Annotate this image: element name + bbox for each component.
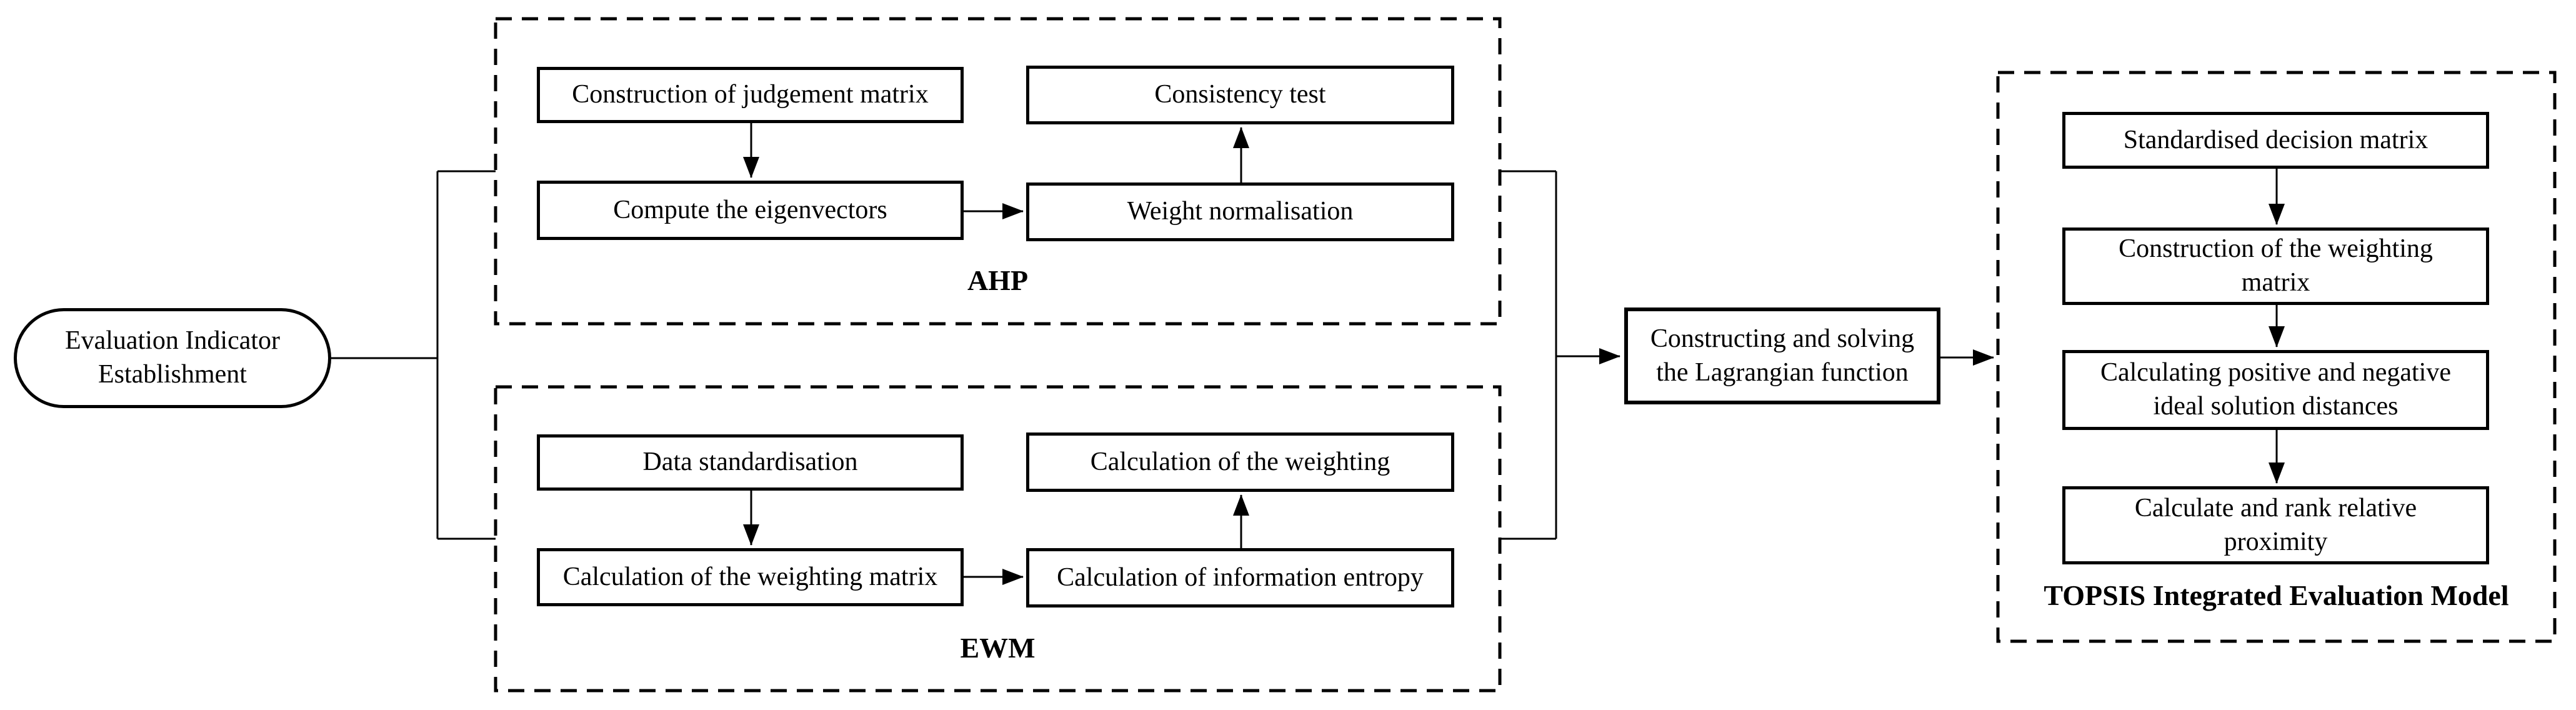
node-standardised-decision-matrix: Standardised decision matrix	[2062, 112, 2489, 169]
proximity-line2: proximity	[2224, 527, 2328, 556]
node-weight-normalisation: Weight normalisation	[1026, 182, 1454, 241]
standardisation-label: Data standardisation	[642, 448, 858, 477]
start-label-line2: Establishment	[98, 360, 247, 389]
node-rank-relative-proximity: Calculate and rank relative proximity	[2062, 486, 2489, 564]
normalisation-label: Weight normalisation	[1127, 197, 1354, 226]
topsis-group-frame	[1996, 71, 2557, 643]
node-calculation-weighting-matrix: Calculation of the weighting matrix	[537, 548, 964, 606]
node-lagrangian-function: Constructing and solving the Lagrangian …	[1624, 308, 1940, 404]
node-construction-judgement-matrix: Construction of judgement matrix	[537, 67, 964, 123]
ideal-distances-line1: Calculating positive and negative	[2100, 358, 2451, 388]
lagrangian-label-line2: the Lagrangian function	[1656, 358, 1909, 387]
node-data-standardisation: Data standardisation	[537, 434, 964, 491]
ideal-distances-line2: ideal solution distances	[2153, 392, 2399, 421]
start-label-line1: Evaluation Indicator	[64, 326, 281, 356]
topsis-weighting-matrix-line1: Construction of the weighting	[2119, 234, 2433, 264]
node-ideal-solution-distances: Calculating positive and negative ideal …	[2062, 350, 2489, 430]
node-calculation-of-weighting: Calculation of the weighting	[1026, 432, 1454, 492]
weighting-matrix-label: Calculation of the weighting matrix	[562, 562, 938, 591]
node-consistency-test: Consistency test	[1026, 66, 1454, 124]
lagrangian-label-line1: Constructing and solving	[1650, 324, 1915, 353]
ahp-group-title: AHP	[967, 264, 1029, 296]
judgement-label: Construction of judgement matrix	[572, 80, 929, 109]
eigenvectors-label: Compute the eigenvectors	[613, 195, 887, 224]
node-construction-weighting-matrix: Construction of the weighting matrix	[2062, 228, 2489, 305]
topsis-weighting-matrix-line2: matrix	[2241, 268, 2310, 297]
topsis-group-title: TOPSIS Integrated Evaluation Model	[2044, 579, 2509, 611]
decision-matrix-label: Standardised decision matrix	[2123, 125, 2429, 154]
node-compute-eigenvectors: Compute the eigenvectors	[537, 181, 964, 240]
entropy-label: Calculation of information entropy	[1057, 562, 1424, 592]
consistency-label: Consistency test	[1154, 80, 1326, 109]
node-calculation-information-entropy: Calculation of information entropy	[1026, 548, 1454, 608]
weighting-label: Calculation of the weighting	[1090, 447, 1390, 476]
node-evaluation-indicator-establishment: Evaluation Indicator Establishment	[14, 308, 331, 408]
proximity-line1: Calculate and rank relative	[2134, 493, 2417, 522]
ewm-group-title: EWM	[960, 632, 1036, 664]
